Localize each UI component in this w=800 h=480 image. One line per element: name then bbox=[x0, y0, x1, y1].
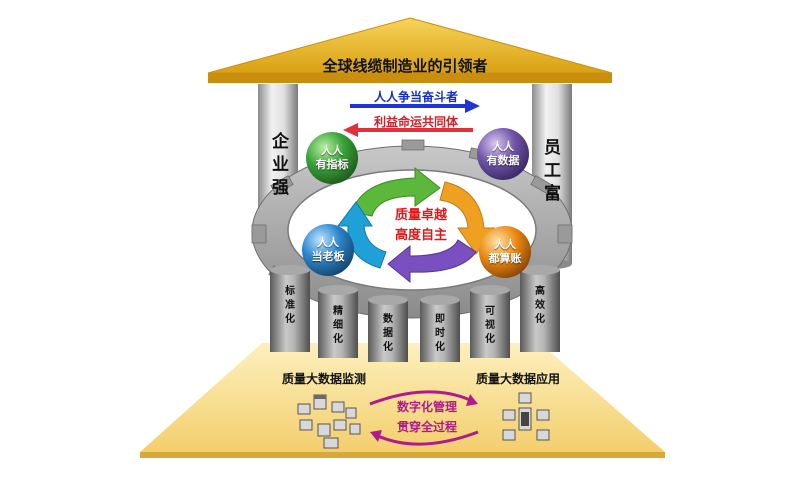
monitoring-equipment-icon bbox=[297, 394, 361, 449]
slogan-arrow-left bbox=[343, 123, 473, 137]
ball-purple-line1: 人人 bbox=[492, 140, 514, 153]
ball-purple-label: 人人 有数据 bbox=[477, 140, 529, 168]
base-right-label: 质量大数据应用 bbox=[476, 372, 561, 386]
slogan-top: 人人争当奋斗者 bbox=[373, 90, 458, 104]
pillar-3-label: 数据化 bbox=[383, 314, 393, 353]
ball-orange-label: 人人 都算账 bbox=[479, 238, 531, 266]
pillar-6-label: 高效化 bbox=[535, 286, 545, 325]
ball-blue bbox=[302, 224, 354, 276]
ball-purple-line2: 有数据 bbox=[486, 154, 520, 167]
ball-blue-label: 人人 当老板 bbox=[302, 236, 354, 264]
ball-blue-line2: 当老板 bbox=[311, 250, 345, 263]
ball-green-line1: 人人 bbox=[321, 144, 343, 157]
slogan-bottom: 利益命运共同体 bbox=[373, 115, 458, 129]
right-column-label: 员工富 bbox=[540, 138, 560, 207]
pillar-1-label: 标准化 bbox=[285, 286, 295, 325]
roof-title: 全球线缆制造业的引领者 bbox=[322, 57, 488, 75]
base-platform bbox=[140, 343, 665, 458]
roof bbox=[207, 17, 613, 83]
base-left-label: 质量大数据监测 bbox=[282, 372, 367, 386]
pillar-4-label: 即时化 bbox=[435, 314, 445, 353]
ball-orange-line2: 都算账 bbox=[488, 252, 522, 265]
pillar-5 bbox=[470, 285, 510, 358]
base-slogan: 数字化管理 贯穿全过程 bbox=[382, 397, 472, 437]
left-column-label: 企业强 bbox=[268, 132, 288, 201]
ball-green-line2: 有指标 bbox=[315, 158, 349, 171]
pillar-1 bbox=[270, 265, 310, 352]
pillar-3 bbox=[368, 295, 408, 362]
ball-green bbox=[306, 132, 358, 184]
pillars bbox=[270, 265, 560, 362]
pillar-6 bbox=[520, 265, 560, 352]
cycle-arrows bbox=[337, 166, 495, 284]
center-line1: 质量卓越 bbox=[394, 208, 447, 223]
slogan-arrow-right bbox=[350, 99, 480, 113]
center-line2: 高度自主 bbox=[394, 228, 447, 243]
pillar-5-label: 可视化 bbox=[485, 306, 495, 345]
ball-orange bbox=[479, 226, 531, 278]
base-slogan-line1: 数字化管理 bbox=[396, 400, 457, 414]
ball-blue-line1: 人人 bbox=[317, 236, 339, 249]
application-equipment-icon bbox=[502, 392, 550, 441]
pillar-2-label: 精细化 bbox=[333, 306, 343, 345]
base-slogan-line2: 贯穿全过程 bbox=[396, 420, 457, 434]
base-cycle-arrow bbox=[369, 390, 479, 446]
pillar-2 bbox=[318, 285, 358, 358]
pillar-4 bbox=[420, 295, 460, 362]
center-label: 质量卓越 高度自主 bbox=[381, 206, 461, 246]
ball-purple bbox=[477, 128, 529, 180]
ball-orange-line1: 人人 bbox=[494, 238, 516, 251]
ball-green-label: 人人 有指标 bbox=[306, 144, 358, 172]
